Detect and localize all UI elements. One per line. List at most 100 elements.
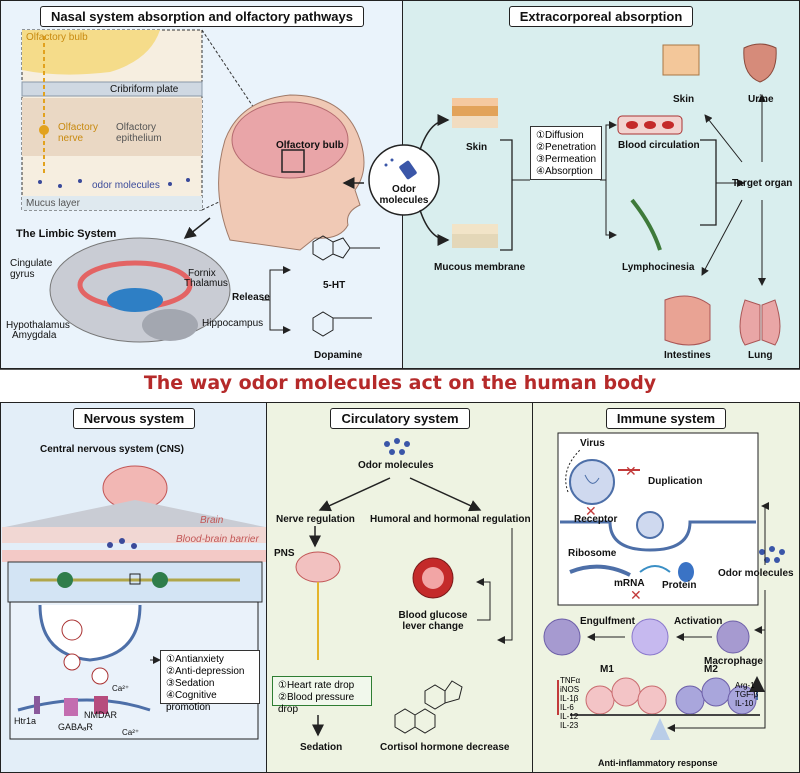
effect-1: ①Antianxiety xyxy=(166,654,224,665)
immune-odor-label: Odor molecules xyxy=(718,568,794,579)
gabaar-label: GABAₐR xyxy=(58,722,93,732)
step-4: ④Absorption xyxy=(536,166,593,177)
nasal-title: Nasal system absorption and olfactory pa… xyxy=(0,6,404,27)
m2-markers: Arg-1 TGF-β IL-10 xyxy=(735,681,758,708)
step-1: ①Diffusion xyxy=(536,130,584,141)
effect-4: ④Cognitive promotion xyxy=(166,690,217,713)
svg-text:✕: ✕ xyxy=(625,463,637,479)
blood-vessel-icon xyxy=(617,115,683,135)
ribosome-label: Ribosome xyxy=(568,548,617,559)
urine-label: Urine xyxy=(748,94,774,105)
skin-organ-label: Skin xyxy=(673,94,695,105)
m1-label: M1 xyxy=(600,664,614,675)
skin-tissue-icon xyxy=(452,98,498,128)
m1-markers: TNFα iNOS IL-1β IL-6 IL-12 IL-23 xyxy=(560,676,580,730)
nmdar-label: NMDAR xyxy=(84,710,117,720)
lung-icon xyxy=(739,299,781,346)
odor-circle xyxy=(368,144,440,216)
effect-3: ③Sedation xyxy=(166,678,215,689)
intestines-label: Intestines xyxy=(664,350,711,361)
macrophage-label: Macrophage xyxy=(704,656,763,667)
m2-label: M2 xyxy=(704,664,718,675)
protein-label: Protein xyxy=(662,580,697,591)
mucous-membrane-icon xyxy=(452,224,498,248)
amygdala-label: Amygdala xyxy=(12,330,57,341)
humoral-label: Humoral and hormonal regulation xyxy=(370,514,531,525)
center-odor-label: Odor molecules xyxy=(379,184,429,206)
hypothalamus-label: Hypothalamus xyxy=(6,320,70,331)
circulatory-title: Circulatory system xyxy=(266,408,534,429)
spray-bottle-icon xyxy=(384,158,417,180)
fornix-label: Fornix xyxy=(188,268,216,279)
mucous-membrane-label: Mucous membrane xyxy=(434,262,526,273)
odor-molecules-label: odor molecules xyxy=(92,180,160,191)
virus-label: Virus xyxy=(580,438,605,449)
limbic-brain xyxy=(49,237,231,343)
m2-marker: IL-10 xyxy=(735,699,754,708)
blood-circulation-label: Blood circulation xyxy=(618,140,700,151)
olfactory-nerve-label: Olfactory nerve xyxy=(58,122,99,144)
cortisol-structure xyxy=(394,680,463,734)
m1-marker: IL-12 xyxy=(560,712,579,721)
head-illustration xyxy=(218,94,365,251)
m1-marker: iNOS xyxy=(560,685,580,694)
lymph-vessel-icon xyxy=(630,198,662,251)
extracorporeal-title: Extracorporeal absorption xyxy=(402,6,800,27)
circ-odor-label: Odor molecules xyxy=(358,460,434,471)
m1-marker: IL-6 xyxy=(560,703,574,712)
skin-label: Skin xyxy=(466,142,488,153)
nervous-title: Nervous system xyxy=(0,408,268,429)
cribriform-plate-label: Cribriform plate xyxy=(110,84,179,95)
duplication-label: Duplication xyxy=(648,476,703,487)
svg-text:✕: ✕ xyxy=(630,587,642,603)
ca-bottom-label: Ca²⁺ xyxy=(122,728,140,737)
olfactory-epithelium-label: Olfactory epithelium xyxy=(116,122,162,144)
bbb-label: Blood-brain barrier xyxy=(176,534,259,545)
immune-title: Immune system xyxy=(532,408,800,429)
m2-marker: Arg-1 xyxy=(735,681,755,690)
svg-text:✕: ✕ xyxy=(585,503,597,519)
dopamine-label: Dopamine xyxy=(314,350,363,361)
hippocampus-label: Hippocampus xyxy=(202,318,264,329)
sedation-label: Sedation xyxy=(300,742,343,753)
olfactory-bulb-brain-label: Olfactory bulb xyxy=(276,140,344,151)
limbic-system-label: The Limbic System xyxy=(16,228,117,240)
circulatory-panel xyxy=(266,402,534,773)
absorption-steps-box: ①Diffusion ②Penetration ③Permeation ④Abs… xyxy=(530,126,602,180)
htr1a-label: Htr1a xyxy=(14,716,37,726)
skin-organ-icon xyxy=(662,44,700,76)
lung-label: Lung xyxy=(748,350,773,361)
engulfment-label: Engulfment xyxy=(580,616,635,627)
m2-marker: TGF-β xyxy=(735,690,759,699)
anti-inflammatory-label: Anti-inflammatory response xyxy=(598,758,718,768)
m1-marker: IL-1β xyxy=(560,694,579,703)
target-organ-label: Target organ xyxy=(732,178,793,189)
circ-effects-box: ①Heart rate drop ②Blood pressure drop xyxy=(272,676,372,715)
nervous-effects-box: ①Antianxiety ②Anti-depression ③Sedation … xyxy=(160,650,260,713)
activation-label: Activation xyxy=(674,616,723,627)
effect-2: ②Anti-depression xyxy=(166,666,245,677)
mucus-layer-label: Mucus layer xyxy=(26,198,80,209)
intestines-icon xyxy=(664,295,711,346)
cingulate-gyrus-label: Cingulate gyrus xyxy=(10,258,53,280)
ca-top-label: Ca²⁺ xyxy=(112,684,130,693)
nerve-regulation-label: Nerve regulation xyxy=(276,514,355,525)
serotonin-label: 5-HT xyxy=(323,280,346,291)
lymphocinesia-label: Lymphocinesia xyxy=(622,262,695,273)
step-3: ③Permeation xyxy=(536,154,597,165)
step-2: ②Penetration xyxy=(536,142,597,153)
cns-label: Central nervous system (CNS) xyxy=(40,444,184,455)
circ-effect-2: ②Blood pressure drop xyxy=(278,692,355,715)
thalamus-label: Thalamus xyxy=(184,278,228,289)
extracorporeal-panel xyxy=(402,0,800,369)
receptor-label: Receptor xyxy=(574,514,618,525)
chemical-structures xyxy=(312,235,380,337)
m1-marker: TNFα xyxy=(560,676,581,685)
mrna-label: mRNA xyxy=(614,578,645,589)
circ-effect-1: ①Heart rate drop xyxy=(278,680,355,691)
release-label: Release xyxy=(232,292,270,303)
brain-label: Brain xyxy=(200,515,224,526)
nasal-inset xyxy=(21,29,283,211)
blood-glucose-label: Blood glucose lever change xyxy=(398,610,468,632)
